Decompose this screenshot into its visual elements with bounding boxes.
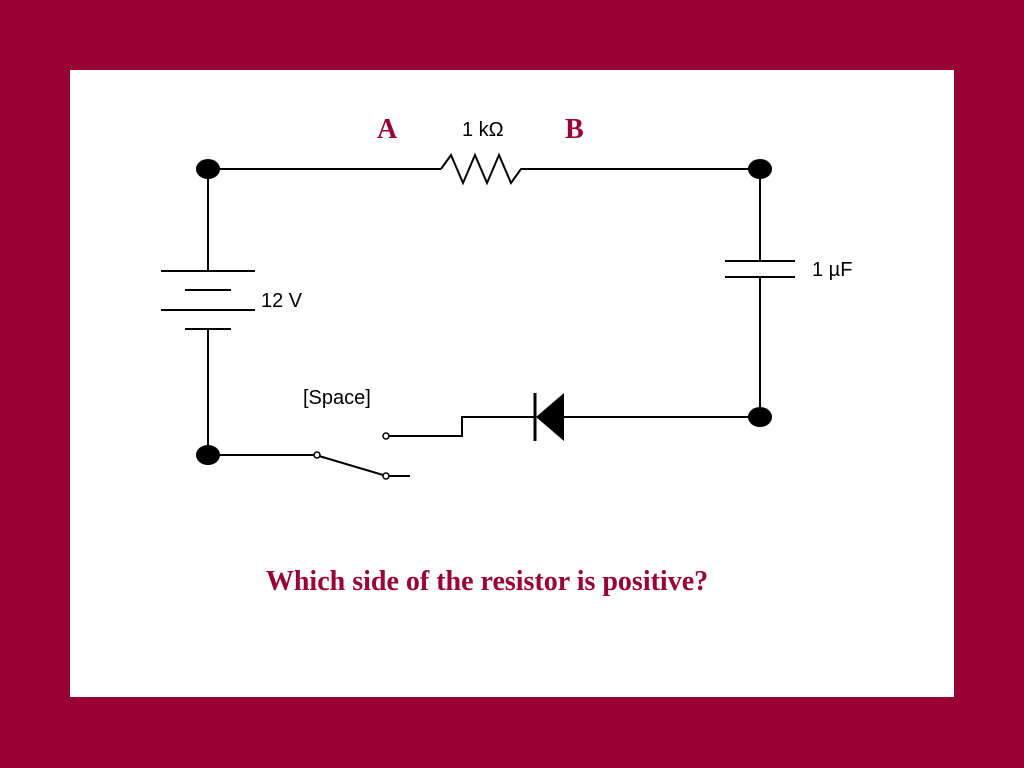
- capacitor-label: 1 µF: [812, 259, 853, 281]
- resistor-symbol: [440, 152, 545, 186]
- node-bottom-left: [196, 445, 220, 465]
- circuit-diagram: [161, 152, 795, 480]
- node-label-a: A: [377, 114, 398, 145]
- node-label-b: B: [565, 114, 584, 145]
- question-text: Which side of the resistor is positive?: [265, 566, 709, 597]
- node-top-left: [196, 159, 220, 179]
- resistor-label: 1 kΩ: [462, 119, 504, 141]
- wire-diode-switch: [388, 416, 535, 437]
- switch-key-label: [Space]: [303, 387, 371, 409]
- node-top-right: [748, 159, 772, 179]
- diode-triangle: [536, 393, 564, 441]
- switch-pivot: [313, 451, 321, 459]
- node-bottom-right: [748, 407, 772, 427]
- slide-canvas: A B 1 kΩ 1 µF 12 V [Space] Which side of…: [70, 70, 954, 697]
- battery-label: 12 V: [261, 290, 303, 312]
- switch-contact-upper: [382, 432, 390, 440]
- switch-contact-lower: [382, 472, 390, 480]
- switch-blade: [318, 455, 384, 476]
